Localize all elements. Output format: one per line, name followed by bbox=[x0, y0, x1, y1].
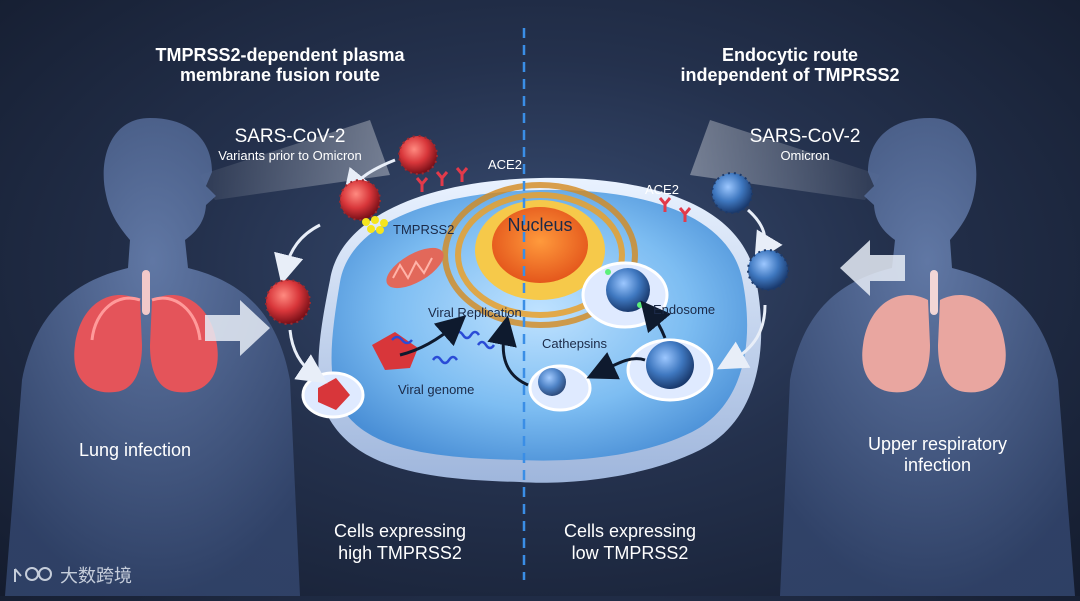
arrow-endosome-to-cathepsins bbox=[586, 352, 646, 380]
left-cell-caption-line1: Cells expressing bbox=[333, 521, 467, 541]
tmprss2-protease-cluster bbox=[362, 216, 388, 234]
brand-logo-icon bbox=[14, 567, 52, 582]
arrow-to-cell-left bbox=[205, 300, 270, 356]
left-virus-caption: SARS-CoV-2 Variants prior to Omicron bbox=[205, 126, 375, 164]
virus-particle-red-3 bbox=[265, 279, 311, 325]
left-cell-caption-line2: high TMPRSS2 bbox=[338, 543, 462, 563]
tmprss2-label: TMPRSS2 bbox=[393, 222, 455, 237]
virus-particle-blue-2 bbox=[747, 249, 789, 291]
arrow-to-endosome bbox=[640, 300, 672, 339]
virus-particle-red-2 bbox=[339, 179, 381, 221]
right-route-title-line2: independent of TMPRSS2 bbox=[680, 65, 900, 85]
arrow-to-replication-left bbox=[399, 315, 467, 357]
ace2-receptors-right bbox=[658, 197, 692, 222]
watermark-text: 大数跨境 bbox=[60, 566, 132, 586]
virus-particle-blue-1 bbox=[711, 172, 753, 214]
nucleus bbox=[442, 182, 638, 328]
right-cell-caption: Cells expressing low TMPRSS2 bbox=[550, 520, 710, 564]
viral-replication-label: Viral Replication bbox=[428, 305, 522, 320]
arrow-virus-descent-left bbox=[274, 223, 321, 285]
light-beam-left bbox=[200, 120, 390, 200]
right-route-title-line1: Endocytic route bbox=[721, 45, 859, 65]
left-virus-variant: Variants prior to Omicron bbox=[218, 148, 362, 163]
fused-virus-particle bbox=[372, 332, 418, 370]
ace2-label-right: ACE2 bbox=[645, 182, 679, 197]
arrow-virus-entry-right bbox=[716, 304, 767, 370]
watermark: 大数跨境 bbox=[12, 562, 132, 588]
right-cell-caption-line1: Cells expressing bbox=[563, 521, 697, 541]
nucleus-label: Nucleus bbox=[507, 215, 573, 235]
upper-respiratory-infection-label: Upper respiratory infection bbox=[850, 434, 1025, 476]
mitochondrion bbox=[386, 247, 444, 289]
lungs-left-icon bbox=[74, 270, 218, 393]
virus-particle-red-1 bbox=[398, 135, 438, 175]
fusion-vesicle-left bbox=[301, 371, 365, 419]
right-virus-variant: Omicron bbox=[780, 148, 830, 163]
left-route-title-line1: TMPRSS2-dependent plasma bbox=[155, 45, 405, 65]
viral-genome-strand-2 bbox=[431, 355, 459, 365]
arrow-virus-entry-left bbox=[288, 329, 328, 384]
lungs-right-icon bbox=[862, 270, 1006, 393]
left-route-title: TMPRSS2-dependent plasma membrane fusion… bbox=[130, 45, 430, 85]
ace2-label-left: ACE2 bbox=[488, 157, 522, 172]
left-route-title-line2: membrane fusion route bbox=[179, 65, 381, 85]
arrow-to-replication-right bbox=[487, 315, 529, 387]
cathepsins-label: Cathepsins bbox=[542, 336, 608, 351]
arrow-virus-descent-right bbox=[747, 208, 783, 263]
endosome-label: Endosome bbox=[653, 302, 716, 317]
right-cell-caption-line2: low TMPRSS2 bbox=[571, 543, 689, 563]
left-virus-name: SARS-CoV-2 bbox=[234, 126, 346, 147]
endosome-entry bbox=[626, 338, 714, 402]
ace2-receptors-left bbox=[415, 167, 469, 192]
endosome-cathepsins bbox=[528, 364, 592, 412]
upper-respiratory-line1: Upper respiratory bbox=[867, 434, 1008, 454]
upper-respiratory-line2: infection bbox=[903, 455, 972, 475]
left-cell-caption: Cells expressing high TMPRSS2 bbox=[320, 520, 480, 564]
arrow-to-lungs-right bbox=[840, 240, 905, 296]
right-virus-name: SARS-CoV-2 bbox=[749, 126, 861, 147]
right-virus-caption: SARS-CoV-2 Omicron bbox=[740, 126, 870, 164]
lung-infection-label: Lung infection bbox=[78, 440, 192, 460]
right-route-title: Endocytic route independent of TMPRSS2 bbox=[665, 45, 915, 85]
viral-genome-label: Viral genome bbox=[398, 382, 475, 397]
